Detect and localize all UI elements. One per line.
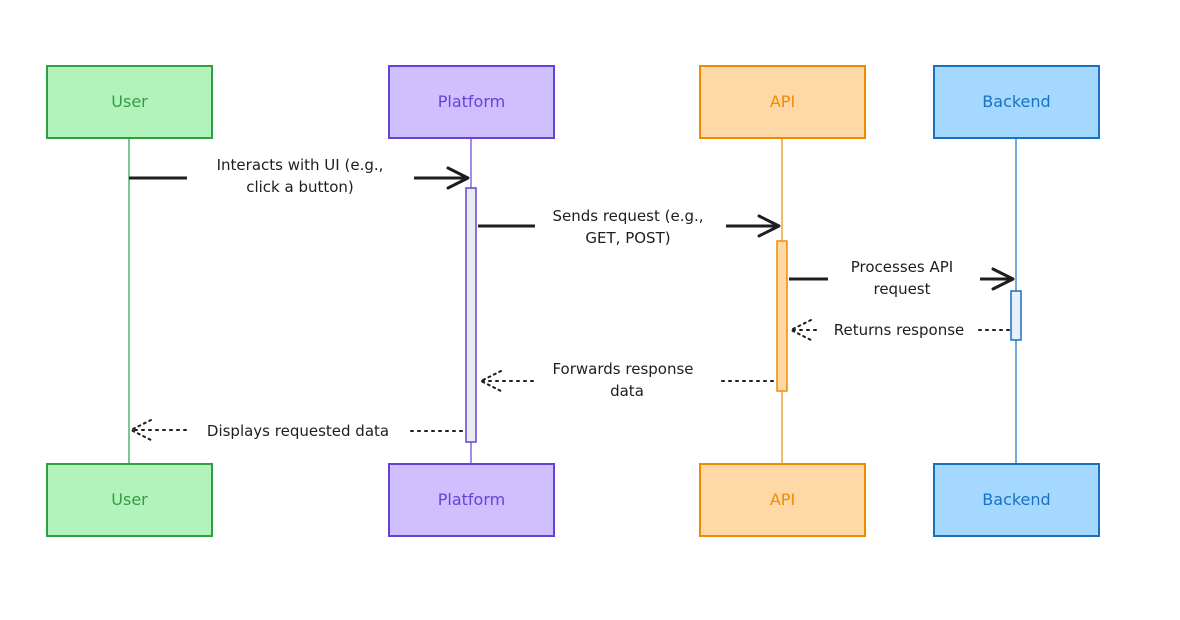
- arrow-head-icon: [130, 419, 152, 441]
- participant-backend-top: Backend: [933, 65, 1100, 139]
- message-sends-request: Sends request (e.g., GET, POST): [478, 207, 781, 247]
- arrow-head-icon: [991, 267, 1015, 291]
- participant-api-top: API: [699, 65, 866, 139]
- participant-user-top: User: [46, 65, 213, 139]
- participant-api-bottom: API: [699, 463, 866, 537]
- message-label-line: Forwards response: [552, 360, 693, 378]
- arrow-head-icon: [757, 214, 781, 238]
- participant-label: API: [770, 92, 795, 111]
- participant-label: User: [111, 92, 148, 111]
- message-label-line: Returns response: [834, 321, 965, 339]
- message-label-line: Processes API: [851, 258, 953, 276]
- message-label-line: GET, POST): [585, 229, 670, 247]
- arrow-head-icon: [446, 166, 470, 190]
- participant-label: API: [770, 490, 795, 509]
- participant-label: Platform: [438, 92, 505, 111]
- participant-platform-bottom: Platform: [388, 463, 555, 537]
- arrow-head-icon: [790, 319, 812, 341]
- participant-label: Platform: [438, 490, 505, 509]
- participant-label: Backend: [982, 490, 1050, 509]
- participant-label: Backend: [982, 92, 1050, 111]
- message-label-line: click a button): [246, 178, 354, 196]
- message-label-line: request: [873, 280, 930, 298]
- message-interacts-with-ui: Interacts with UI (e.g., click a button): [129, 156, 470, 196]
- participant-label: User: [111, 490, 148, 509]
- arrow-head-icon: [480, 370, 502, 392]
- activation-backend: [1010, 290, 1022, 341]
- message-label-line: Displays requested data: [207, 422, 389, 440]
- message-label-line: Interacts with UI (e.g.,: [217, 156, 384, 174]
- message-label-line: data: [610, 382, 644, 400]
- activation-platform: [465, 187, 477, 443]
- participant-user-bottom: User: [46, 463, 213, 537]
- message-label-line: Sends request (e.g.,: [552, 207, 703, 225]
- participant-platform-top: Platform: [388, 65, 555, 139]
- activation-api: [776, 240, 788, 392]
- message-processes-api-request: Processes API request: [789, 258, 1015, 298]
- message-forwards-response: Forwards response data: [480, 360, 776, 400]
- message-returns-response: Returns response: [790, 319, 1011, 341]
- participant-backend-bottom: Backend: [933, 463, 1100, 537]
- message-displays-requested-data: Displays requested data: [130, 419, 465, 441]
